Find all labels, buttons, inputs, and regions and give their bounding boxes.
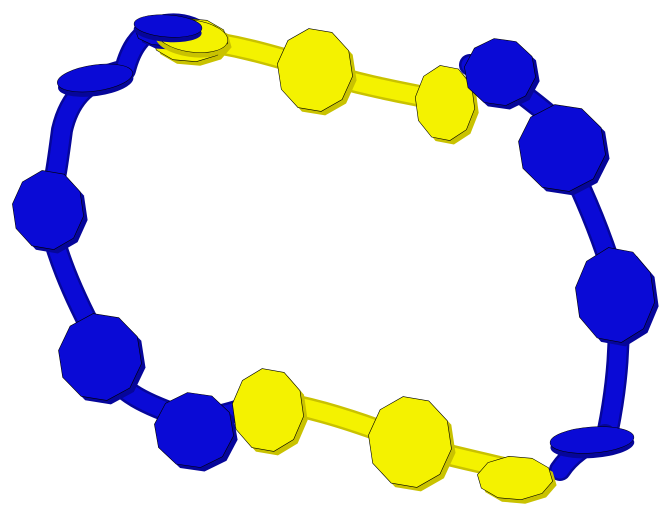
node-octagon-6	[519, 105, 606, 192]
node-octagon-8	[232, 369, 303, 452]
plate-2	[549, 424, 635, 461]
node-octagon-4	[415, 66, 474, 141]
node-octagon-7	[575, 248, 654, 343]
node-octagon-9	[369, 397, 452, 488]
plate-0	[56, 60, 136, 101]
node-octagon-0	[12, 171, 83, 250]
node-octagon-1	[59, 314, 142, 401]
node-octagon-3	[277, 29, 352, 112]
